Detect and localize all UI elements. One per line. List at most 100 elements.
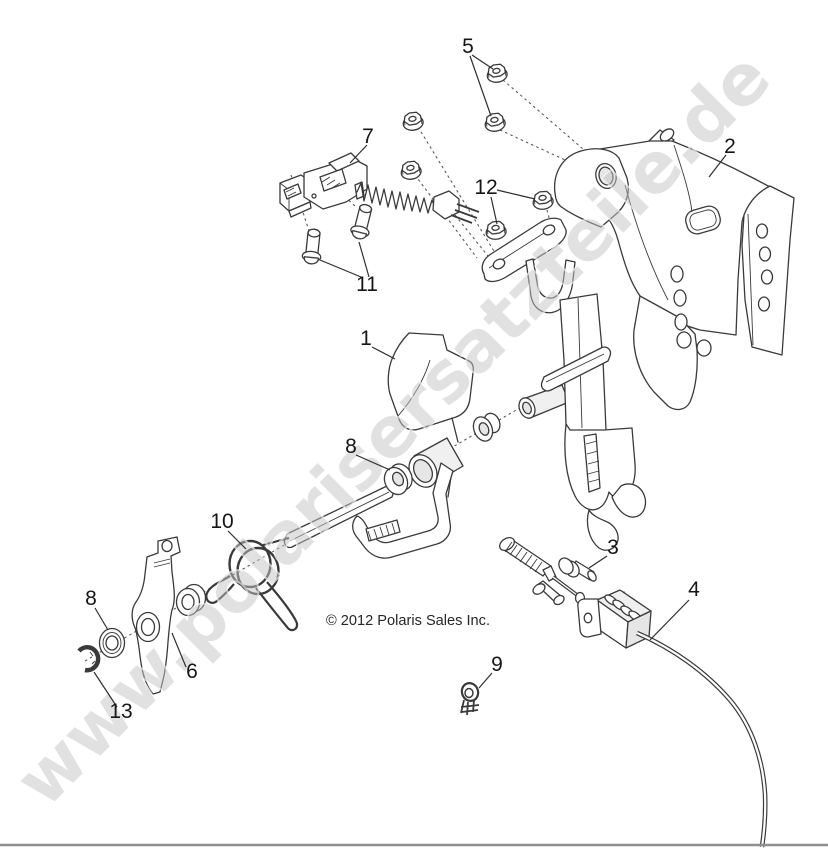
switch-spring-coil [356, 182, 440, 214]
barrel-cap [499, 536, 515, 552]
coil-2 [236, 546, 280, 596]
leader-13 [93, 671, 118, 708]
callout-7: 7 [362, 125, 374, 148]
grommet-hole [181, 593, 195, 611]
bracket-saddle-cutout-inner [689, 209, 717, 231]
clevis [564, 423, 636, 511]
part-13-e-clip [77, 645, 101, 673]
flange-holes [755, 223, 774, 312]
leader-9 [478, 672, 493, 689]
lever-tab-hole [161, 539, 173, 553]
switch-bracket-window [319, 168, 347, 192]
barrel-ribs [504, 541, 543, 573]
bracket-hole [670, 265, 684, 283]
stop-bar [540, 346, 612, 392]
callout-5: 5 [462, 35, 474, 58]
leader-10 [227, 530, 247, 550]
plate-tab-hole [492, 258, 506, 270]
bracket-hole [673, 289, 687, 307]
spring-hook-arm [205, 575, 235, 604]
leader-6 [171, 632, 187, 668]
spring-long-arm [255, 581, 299, 632]
part-1-pedal-weldment [283, 332, 475, 559]
clevis-finger-left [586, 509, 619, 551]
screw-head [558, 557, 574, 575]
bracket-saddle-cutout [685, 205, 721, 235]
nut-12b [484, 219, 508, 242]
nut-left-a [400, 110, 425, 133]
leader-3 [588, 555, 608, 569]
clip-legs [460, 699, 480, 716]
part-4-cable-assembly [499, 536, 768, 848]
nut-left-b [398, 159, 423, 182]
cable-outer [636, 630, 768, 848]
leader-7 [349, 144, 368, 164]
clip-ring-inner [464, 687, 474, 699]
screw-a [300, 227, 325, 266]
copyright-text: © 2012 Polaris Sales Inc. [326, 612, 490, 629]
part-11-screws [300, 202, 377, 266]
callout-11: 11 [356, 273, 378, 296]
clip-ring [460, 682, 480, 702]
callout-8-upper: 8 [345, 435, 357, 458]
leader-8b [94, 607, 109, 631]
plate-tab-hole [542, 224, 556, 236]
switch-left-hatch [285, 187, 297, 197]
callout-4: 4 [688, 578, 700, 601]
washer-ring [102, 632, 122, 654]
leader-2 [708, 154, 727, 178]
switch-connector [432, 190, 460, 220]
callout-labels: 5 7 2 12 11 1 8 10 3 4 8 9 6 13 [85, 35, 736, 723]
washer-hole [105, 635, 119, 651]
lever-outline [131, 536, 181, 695]
callout-10: 10 [210, 510, 233, 533]
switch-bracket-hatch [321, 176, 341, 189]
part-7-switch-assembly [279, 152, 480, 224]
bracket-center-holes [670, 265, 688, 331]
callout-leader-lines [93, 54, 727, 708]
bracket-hole [674, 313, 688, 331]
flange-hole [758, 246, 772, 262]
flange-hole [760, 269, 774, 285]
pivot-bushing-hole [478, 422, 490, 436]
part-5-nuts [398, 62, 509, 182]
clevis-pin-tip [553, 594, 565, 606]
flange-fold-line [747, 213, 754, 346]
part-10-torsion-spring [205, 536, 299, 632]
rod-end-face [522, 401, 532, 415]
clevis-finger-right [611, 483, 647, 518]
bracket-plate-hole [583, 612, 593, 624]
callout-2: 2 [724, 135, 736, 158]
screw-tip [587, 570, 597, 582]
spring-upper-arm [262, 536, 290, 547]
stop-bar-edge [545, 353, 605, 383]
flange-hole [757, 296, 771, 312]
leader-8a [355, 454, 391, 471]
cable-rod-highlight [552, 576, 578, 596]
channel-slot [365, 519, 401, 542]
clevis-slot-hatch [585, 440, 601, 483]
lever-boss-hole [140, 617, 156, 637]
cable-core [636, 631, 767, 848]
pad-edge [289, 491, 390, 542]
callout-6: 6 [186, 660, 198, 683]
lever-grommet [175, 583, 207, 617]
part-2-mount-bracket [554, 128, 795, 411]
connector-pins [450, 203, 480, 224]
bracket-scallop [696, 339, 712, 357]
callout-3: 3 [607, 536, 619, 559]
ear-hole [598, 166, 614, 186]
part-8-bushing-upper [383, 463, 413, 496]
leader-11 [319, 241, 370, 278]
screw-b [348, 202, 377, 242]
leader-12 [490, 189, 536, 225]
switch-left-window [283, 183, 302, 200]
nut-5b [482, 111, 507, 134]
bushing-hole [391, 471, 405, 487]
adjuster-ribs [604, 594, 642, 622]
clevis-pin-head [532, 583, 546, 595]
channel-slot-hatch [367, 522, 396, 541]
nut-12a [531, 189, 555, 212]
lever-notch [153, 558, 171, 568]
